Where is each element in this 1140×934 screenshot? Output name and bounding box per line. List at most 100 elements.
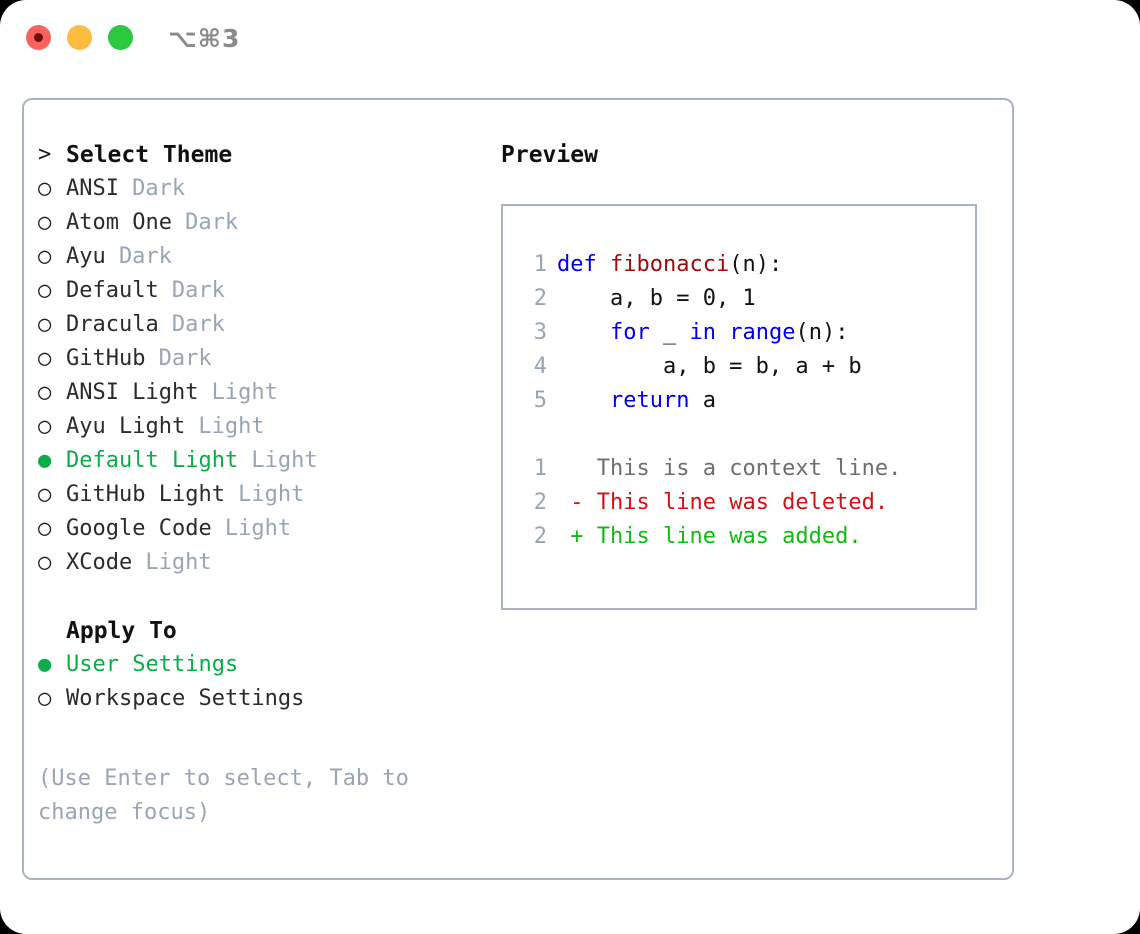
theme-variant-tag: Light bbox=[211, 380, 278, 405]
radio-unselected-icon: ○ bbox=[38, 414, 52, 439]
theme-variant-tag: Dark bbox=[158, 346, 212, 371]
theme-list-item[interactable]: ○ GitHub Light Light bbox=[38, 478, 478, 512]
apply-to-heading-label: Apply To bbox=[66, 618, 177, 644]
radio-selected-icon: ● bbox=[38, 652, 52, 677]
prompt-caret-icon: > bbox=[38, 142, 52, 167]
code-token: a, b = b, a + b bbox=[557, 354, 862, 379]
theme-variant-tag: Light bbox=[198, 414, 265, 439]
apply-to-label: Workspace Settings bbox=[66, 686, 305, 711]
theme-variant-tag: Light bbox=[224, 516, 292, 541]
code-token: in bbox=[689, 320, 716, 345]
theme-list-item[interactable]: ○ GitHub Dark bbox=[38, 342, 478, 376]
line-number: 5 bbox=[533, 388, 547, 413]
select-theme-heading-label: Select Theme bbox=[66, 142, 233, 168]
theme-name-label: Google Code bbox=[66, 516, 212, 541]
code-token: _ bbox=[649, 320, 690, 345]
keyboard-hint: (Use Enter to select, Tab to change focu… bbox=[38, 766, 409, 825]
diff-line: 1 This is a context line. bbox=[519, 452, 902, 486]
code-token bbox=[716, 320, 729, 345]
radio-unselected-icon: ○ bbox=[38, 278, 52, 303]
apply-to-item[interactable]: ● User Settings bbox=[38, 648, 478, 682]
code-line: 5 return a bbox=[519, 384, 901, 418]
code-blank-line bbox=[519, 418, 901, 452]
diff-sign: + bbox=[557, 524, 597, 549]
minimize-button[interactable] bbox=[67, 25, 92, 50]
line-number: 3 bbox=[533, 320, 547, 345]
theme-name-label: ANSI bbox=[66, 176, 119, 201]
preview-title: Preview bbox=[501, 142, 598, 168]
diff-line: 2 - This line was deleted. bbox=[519, 486, 901, 520]
theme-variant-tag: Dark bbox=[185, 210, 239, 235]
radio-unselected-icon: ○ bbox=[38, 312, 52, 337]
code-token: a bbox=[689, 388, 716, 413]
radio-unselected-icon: ○ bbox=[38, 346, 52, 371]
theme-name-label: Ayu Light bbox=[66, 414, 186, 439]
code-token: for bbox=[609, 320, 650, 345]
line-number: 2 bbox=[533, 490, 547, 515]
diff-text: This is a context line. bbox=[596, 456, 902, 481]
apply-to-marker-placeholder bbox=[38, 614, 66, 648]
code-token: fibonacci bbox=[609, 252, 730, 277]
radio-selected-icon: ● bbox=[38, 448, 52, 473]
theme-name-label: GitHub bbox=[66, 346, 146, 371]
theme-name-label: XCode bbox=[66, 550, 133, 575]
theme-name-label: ANSI Light bbox=[66, 380, 199, 405]
apply-to-item[interactable]: ○ Workspace Settings bbox=[38, 682, 478, 716]
line-number: 1 bbox=[533, 252, 547, 277]
theme-variant-tag: Dark bbox=[171, 312, 225, 337]
theme-list-item[interactable]: ○ ANSI Light Light bbox=[38, 376, 478, 410]
theme-name-label: GitHub Light bbox=[66, 482, 225, 507]
theme-list-item[interactable]: ○ Default Dark bbox=[38, 274, 478, 308]
radio-unselected-icon: ○ bbox=[38, 380, 52, 405]
title-bar: ⌥⌘3 bbox=[0, 0, 1140, 78]
theme-variant-tag: Dark bbox=[132, 176, 186, 201]
maximize-button[interactable] bbox=[108, 25, 133, 50]
apply-to-list: ● User Settings ○ Workspace Settings bbox=[38, 648, 478, 716]
radio-unselected-icon: ○ bbox=[38, 482, 52, 507]
apply-to-heading: Apply To bbox=[38, 614, 478, 648]
line-number: 4 bbox=[533, 354, 547, 379]
theme-list-item[interactable]: ○ ANSI Dark bbox=[38, 172, 478, 206]
code-token: return bbox=[609, 388, 690, 413]
theme-name-label: Default bbox=[66, 278, 159, 303]
diff-text: This line was deleted. bbox=[596, 490, 889, 515]
close-button[interactable] bbox=[26, 25, 51, 50]
theme-list-item[interactable]: ● Default Light Light bbox=[38, 444, 478, 478]
theme-list-item[interactable]: ○ Dracula Dark bbox=[38, 308, 478, 342]
code-token: (n): bbox=[795, 320, 849, 345]
theme-list-item[interactable]: ○ Google Code Light bbox=[38, 512, 478, 546]
list-spacer bbox=[38, 580, 478, 614]
theme-name-label: Atom One bbox=[66, 210, 172, 235]
apply-to-label: User Settings bbox=[66, 652, 239, 677]
theme-variant-tag: Light bbox=[238, 482, 305, 507]
code-line: 2 a, b = 0, 1 bbox=[519, 282, 901, 316]
line-number: 2 bbox=[533, 286, 547, 311]
select-theme-heading: > Select Theme bbox=[38, 138, 478, 172]
theme-list-item[interactable]: ○ Ayu Light Light bbox=[38, 410, 478, 444]
diff-line: 2 + This line was added. bbox=[519, 520, 901, 554]
theme-variant-tag: Light bbox=[251, 448, 318, 473]
code-token bbox=[557, 320, 610, 345]
radio-unselected-icon: ○ bbox=[38, 176, 52, 201]
code-line: 4 a, b = b, a + b bbox=[519, 350, 901, 384]
code-token: range bbox=[729, 320, 796, 345]
keyboard-shortcut-label: ⌥⌘3 bbox=[168, 24, 241, 53]
radio-unselected-icon: ○ bbox=[38, 686, 52, 711]
line-number: 1 bbox=[533, 456, 547, 481]
theme-variant-tag: Light bbox=[145, 550, 212, 575]
theme-name-label: Default Light bbox=[66, 448, 239, 473]
radio-unselected-icon: ○ bbox=[38, 516, 52, 541]
theme-name-label: Dracula bbox=[66, 312, 159, 337]
code-token bbox=[557, 388, 610, 413]
diff-sign bbox=[557, 456, 597, 481]
theme-variant-tag: Dark bbox=[171, 278, 225, 303]
window-controls bbox=[26, 25, 133, 50]
